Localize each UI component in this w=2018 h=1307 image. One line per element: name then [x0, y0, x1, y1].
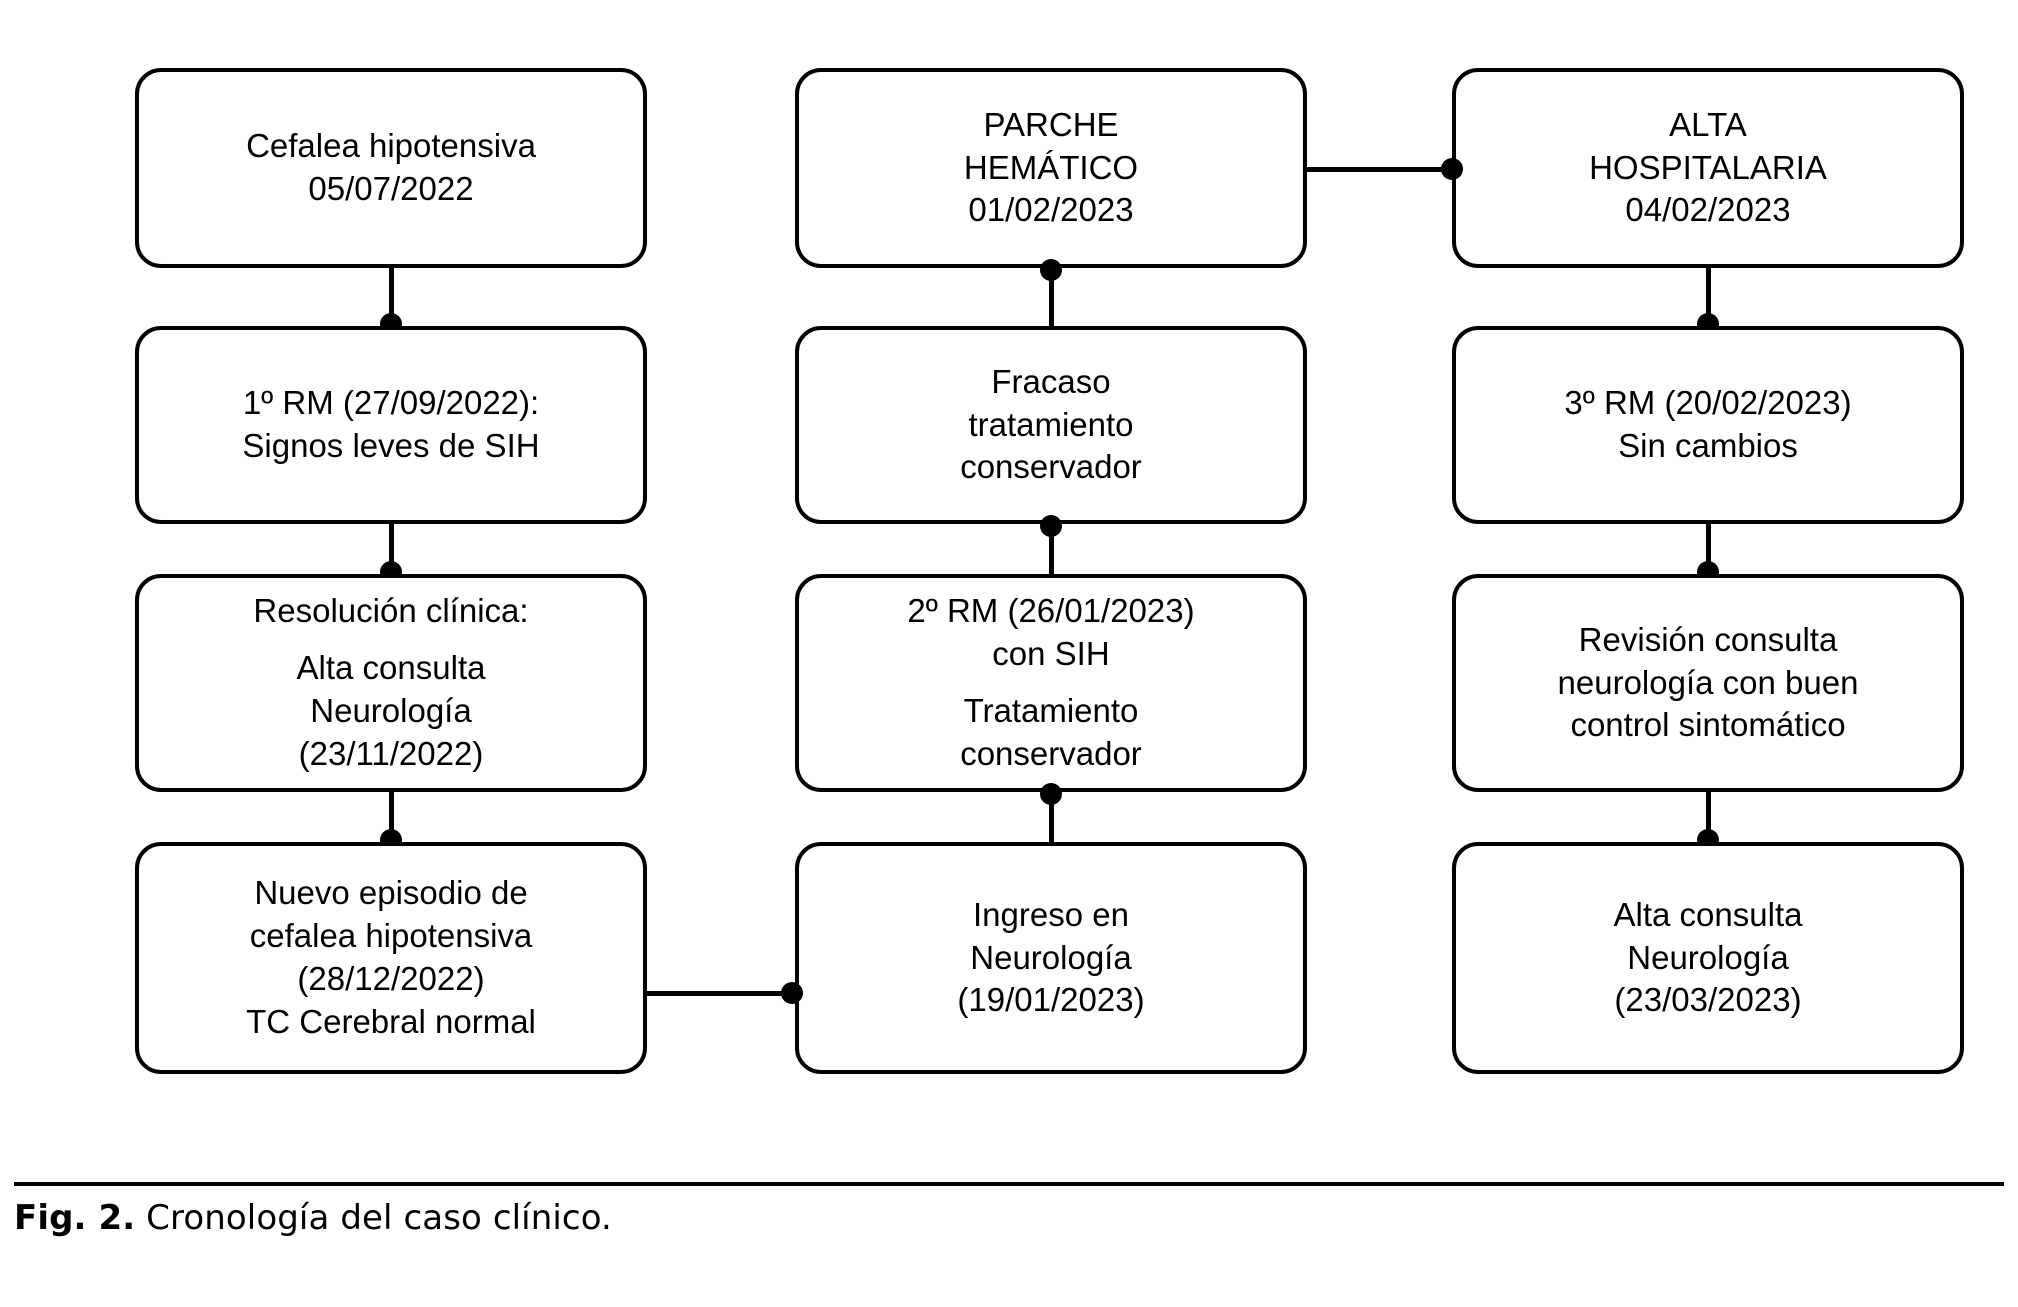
node-primera-rm[interactable]: 1º RM (27/09/2022): Signos leves de SIH — [135, 326, 647, 524]
connector-stem — [388, 792, 394, 842]
node-line: Tratamiento — [963, 692, 1139, 729]
node-line: Ingreso en — [973, 895, 1129, 933]
node-line: control sintomático — [1570, 706, 1846, 744]
node-resolucion-clinica[interactable]: Resolución clínica: Alta consulta Neurol… — [135, 574, 647, 792]
node-nuevo-episodio[interactable]: Nuevo episodio de cefalea hipotensiva (2… — [135, 842, 647, 1074]
caption-text: Cronología del caso clínico. — [146, 1198, 612, 1238]
connector-stem — [388, 268, 394, 326]
node-line: cefalea hipotensiva — [249, 917, 533, 955]
node-line: Sin cambios — [1618, 427, 1798, 464]
flowchart-column-3: ALTA HOSPITALARIA 04/02/2023 3º RM (20/0… — [1452, 68, 1964, 1074]
node-line: (23/03/2023) — [1614, 981, 1802, 1019]
connector-parche-to-alta-hospitalaria — [1307, 158, 1463, 180]
connector-dot-icon — [781, 982, 803, 1004]
node-line: Alta consulta — [1613, 895, 1803, 933]
node-line: conservador — [960, 448, 1142, 486]
node-line: con SIH — [992, 635, 1110, 673]
connector-stem — [1048, 792, 1054, 842]
node-tercera-rm[interactable]: 3º RM (20/02/2023) Sin cambios — [1452, 326, 1964, 524]
node-line: conservador — [960, 734, 1142, 772]
connector-stem — [1048, 524, 1054, 574]
node-revision-consulta[interactable]: Revisión consulta neurología con buen co… — [1452, 574, 1964, 792]
node-line: Nuevo episodio de — [254, 874, 528, 912]
node-line: (19/01/2023) — [957, 981, 1145, 1019]
node-line: 01/02/2023 — [968, 191, 1134, 229]
node-cefalea-hipotensiva[interactable]: Cefalea hipotensiva 05/07/2022 — [135, 68, 647, 268]
node-segunda-rm[interactable]: 2º RM (26/01/2023) con SIH Tratamiento c… — [795, 574, 1307, 792]
node-alta-hospitalaria[interactable]: ALTA HOSPITALARIA 04/02/2023 — [1452, 68, 1964, 268]
figure-caption: Fig. 2. Cronología del caso clínico. — [14, 1198, 612, 1238]
connector-dot-icon — [1040, 515, 1062, 537]
node-line: Neurología — [310, 692, 472, 729]
connector-primera-rm-to-resolucion — [135, 524, 647, 583]
connector-dot-icon — [1040, 259, 1062, 281]
node-ingreso-neurologia[interactable]: Ingreso en Neurología (19/01/2023) — [795, 842, 1307, 1074]
node-line: PARCHE — [983, 105, 1119, 143]
node-line: neurología con buen — [1557, 663, 1859, 701]
connector-bar — [1307, 166, 1452, 172]
connector-stem — [388, 524, 394, 574]
connector-stem — [1048, 268, 1054, 326]
connector-nuevo-episodio-to-ingreso — [647, 982, 803, 1004]
node-line: ALTA — [1669, 105, 1747, 143]
node-line: Neurología — [1627, 938, 1789, 976]
node-line: (23/11/2022) — [298, 734, 484, 772]
node-line: (28/12/2022) — [297, 960, 485, 997]
connector-ingreso-to-segunda-rm — [795, 783, 1307, 842]
flowchart-column-2: PARCHE HEMÁTICO 01/02/2023 Fracaso trata… — [795, 68, 1307, 1074]
connector-stem — [1705, 524, 1711, 574]
node-line: tratamiento — [968, 405, 1134, 443]
node-line: HEMÁTICO — [963, 148, 1139, 186]
connector-segunda-rm-to-fracaso — [795, 515, 1307, 574]
connector-fracaso-to-parche — [795, 259, 1307, 326]
connector-bar — [647, 990, 792, 996]
node-line: 3º RM (20/02/2023) — [1564, 384, 1852, 422]
node-line: HOSPITALARIA — [1589, 148, 1827, 186]
connector-dot-icon — [1441, 158, 1463, 180]
caption-divider — [14, 1182, 2004, 1186]
node-line: Neurología — [970, 938, 1132, 976]
connector-cefalea-to-primera-rm — [135, 268, 647, 335]
node-line: Signos leves de SIH — [242, 427, 540, 464]
node-line: Revisión consulta — [1578, 620, 1838, 658]
node-line: Cefalea hipotensiva — [246, 127, 536, 165]
connector-resolucion-to-nuevo-episodio — [135, 792, 647, 851]
flowchart-diagram: Cefalea hipotensiva 05/07/2022 1º RM (27… — [135, 68, 1964, 1074]
node-line: Fracaso — [991, 362, 1111, 400]
node-parche-hematico[interactable]: PARCHE HEMÁTICO 01/02/2023 — [795, 68, 1307, 268]
caption-label: Fig. 2. — [14, 1198, 136, 1238]
node-line: 05/07/2022 — [308, 170, 474, 207]
connector-stem — [1705, 792, 1711, 842]
node-alta-consulta[interactable]: Alta consulta Neurología (23/03/2023) — [1452, 842, 1964, 1074]
connector-revision-to-alta-consulta — [1452, 792, 1964, 851]
flowchart-column-1: Cefalea hipotensiva 05/07/2022 1º RM (27… — [135, 68, 647, 1074]
connector-alta-to-tercera-rm — [1452, 268, 1964, 335]
node-line: Resolución clínica: — [253, 592, 529, 630]
node-line: 2º RM (26/01/2023) — [907, 592, 1195, 630]
node-line: 04/02/2023 — [1625, 191, 1791, 229]
node-fracaso-tratamiento[interactable]: Fracaso tratamiento conservador — [795, 326, 1307, 524]
connector-stem — [1705, 268, 1711, 326]
connector-tercera-rm-to-revision — [1452, 524, 1964, 583]
connector-dot-icon — [1040, 783, 1062, 805]
node-line: 1º RM (27/09/2022): — [242, 384, 540, 422]
node-line: Alta consulta — [296, 649, 486, 687]
node-line: TC Cerebral normal — [246, 1002, 536, 1040]
